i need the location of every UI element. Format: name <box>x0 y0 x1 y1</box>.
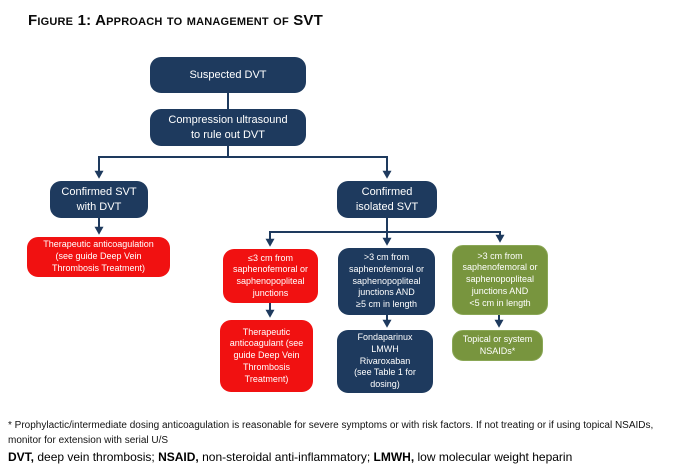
node-gt-3cm-lt-5cm: >3 cm from saphenofemoral or saphenopopl… <box>452 245 548 315</box>
node-compression-ultrasound: Compression ultrasound to rule out DVT <box>150 109 306 146</box>
node-confirmed-svt-with-dvt: Confirmed SVT with DVT <box>50 181 148 218</box>
abbrev-dvt-definition: deep vein thrombosis; <box>34 450 159 464</box>
node-topical-or-system-nsaids: Topical or system NSAIDs* <box>452 330 543 361</box>
node-therapeutic-anticoagulant: Therapeutic anticoagulant (see guide Dee… <box>220 320 313 392</box>
abbrev-nsaid-definition: non-steroidal anti-inflammatory; <box>198 450 374 464</box>
node-confirmed-isolated-svt: Confirmed isolated SVT <box>337 181 437 218</box>
abbrev-nsaid: NSAID, <box>158 450 199 464</box>
abbreviations-line: DVT, deep vein thrombosis; NSAID, non-st… <box>8 450 700 464</box>
figure-title: Figure 1: Approach to management of SVT <box>28 12 323 29</box>
asterisk-footnote: * Prophylactic/intermediate dosing antic… <box>8 420 654 446</box>
node-le-3cm-junctions: ≤3 cm from saphenofemoral or saphenopopl… <box>223 249 318 303</box>
node-therapeutic-anticoagulation: Therapeutic anticoagulation (see guide D… <box>27 237 170 277</box>
node-fondaparinux-lmwh-rivaroxaban: Fondaparinux LMWH Rivaroxaban (see Table… <box>337 330 433 393</box>
abbrev-lmwh: LMWH, <box>373 450 415 464</box>
abbrev-dvt: DVT, <box>8 450 35 464</box>
node-suspected-dvt: Suspected DVT <box>150 57 306 93</box>
abbrev-lmwh-definition: low molecular weight heparin <box>414 450 573 464</box>
node-gt-3cm-ge-5cm: >3 cm from saphenofemoral or saphenopopl… <box>338 248 435 315</box>
